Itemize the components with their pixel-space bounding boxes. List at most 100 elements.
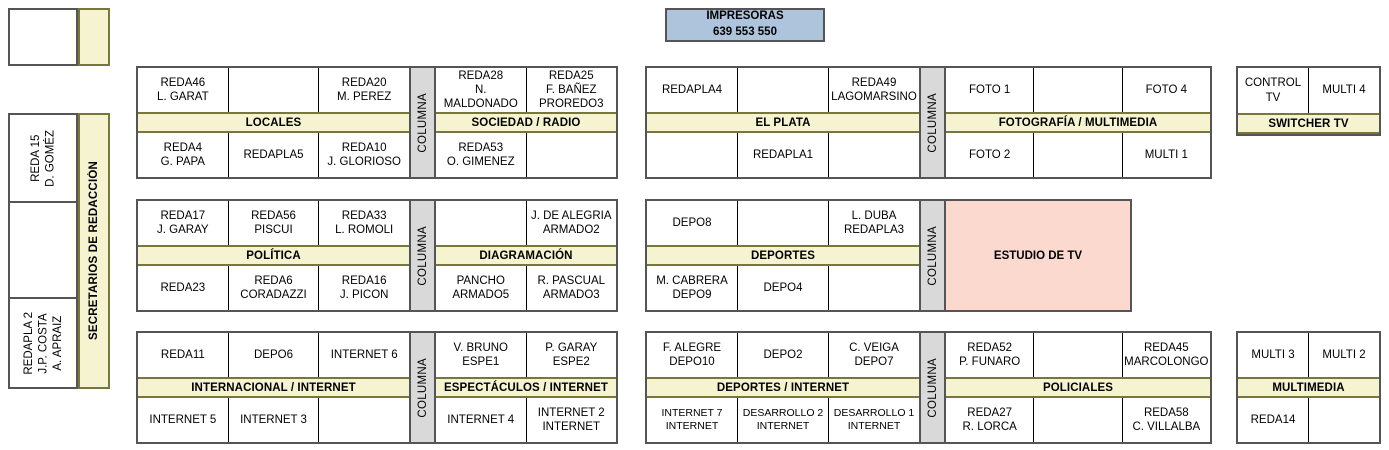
sidebar-section-label: SECRETARIOS DE REDACCIÓN bbox=[78, 113, 110, 389]
columna-label: COLUMNA bbox=[416, 225, 429, 286]
desk-cell[interactable] bbox=[436, 201, 527, 245]
columna-pillar: COLUMNA bbox=[409, 66, 436, 179]
desk-cell[interactable]: INTERNET 4 bbox=[436, 398, 527, 442]
desk-cell[interactable]: FOTO 1 bbox=[946, 68, 1035, 112]
desk-cell[interactable]: REDA4 G. PAPA bbox=[138, 133, 229, 177]
desk-cell[interactable] bbox=[229, 68, 320, 112]
desk-cell[interactable]: REDAPLA5 bbox=[229, 133, 320, 177]
desk-cell[interactable]: DEPO6 bbox=[229, 333, 320, 377]
desk-cell[interactable] bbox=[829, 133, 919, 177]
block-row-bottom: REDA23 REDA6 CORADAZZI REDA16 J. PICON bbox=[138, 266, 409, 310]
desk-cell[interactable] bbox=[527, 133, 617, 177]
block-policiales: REDA52 P. FUNARO REDA45 MARCOLONGO POLIC… bbox=[944, 331, 1212, 444]
desk-cell[interactable]: REDA28 N. MALDONADO bbox=[436, 68, 527, 112]
desk-cell[interactable]: C. VEIGA DEPO7 bbox=[849, 341, 899, 368]
block-label: POLÍTICA bbox=[138, 245, 409, 266]
block-label: LOCALES bbox=[138, 112, 409, 133]
desk-cell[interactable]: REDA16 J. PICON bbox=[339, 274, 389, 301]
desk-cell[interactable] bbox=[1034, 68, 1123, 112]
block-row-top: MULTI 3 MULTI 2 bbox=[1238, 333, 1379, 377]
desk-cell[interactable]: REDA33 L. ROMOLI bbox=[335, 209, 394, 236]
desk-cell[interactable]: REDA20 M. PEREZ bbox=[337, 76, 392, 103]
block-row-top: CONTROL TV MULTI 4 bbox=[1238, 68, 1379, 113]
block-label: EL PLATA bbox=[647, 112, 919, 133]
desk-cell[interactable]: REDA49 LAGOMARSINO bbox=[831, 76, 917, 103]
desk-cell[interactable]: CONTROL TV bbox=[1238, 68, 1309, 113]
desk-cell[interactable]: INTERNET 5 bbox=[138, 398, 229, 442]
desk-cell[interactable]: R. PASCUAL ARMADO3 bbox=[537, 274, 606, 301]
printers-block: IMPRESORAS 639 553 550 bbox=[665, 8, 825, 42]
desk-cell[interactable]: INTERNET 7 INTERNET bbox=[647, 398, 738, 442]
desk-cell[interactable]: P. GARAY ESPE2 bbox=[545, 341, 598, 368]
sidebar-desk-label: REDA 15 D. GOMÉZ bbox=[29, 129, 57, 187]
desk-cell[interactable]: REDA45 MARCOLONGO bbox=[1124, 341, 1209, 368]
desk-cell[interactable]: FOTO 4 bbox=[1145, 83, 1187, 96]
desk-cell[interactable]: REDA11 bbox=[138, 333, 229, 377]
sidebar-desk-cell[interactable] bbox=[10, 203, 77, 299]
desk-cell[interactable]: M. CABRERA DEPO9 bbox=[647, 266, 738, 310]
block-row-bottom: FOTO 2 MULTI 1 bbox=[946, 133, 1210, 177]
block-politica: REDA17 J. GARAY REDA56 PISCUI REDA33 L. … bbox=[136, 199, 411, 312]
desk-cell[interactable]: MULTI 2 bbox=[1322, 348, 1366, 361]
desk-cell[interactable]: F. ALEGRE DEPO10 bbox=[647, 333, 738, 377]
block-row-bottom: REDA27 R. LORCA REDA58 C. VILLALBA bbox=[946, 398, 1210, 442]
desk-cell[interactable]: REDA58 C. VILLALBA bbox=[1132, 406, 1201, 433]
desk-cell[interactable]: REDA14 bbox=[1238, 398, 1309, 442]
block-row-bottom: REDA53 O. GIMENEZ bbox=[436, 133, 616, 177]
desk-cell[interactable] bbox=[1309, 398, 1379, 442]
desk-cell[interactable]: V. BRUNO ESPE1 bbox=[436, 333, 527, 377]
desk-cell[interactable]: REDA25 F. BAÑEZ PROREDO3 bbox=[538, 69, 604, 111]
columna-label: COLUMNA bbox=[416, 357, 429, 418]
block-row-top: FOTO 1 FOTO 4 bbox=[946, 68, 1210, 112]
desk-cell[interactable]: MULTI 3 bbox=[1238, 333, 1309, 377]
block-el-plata: REDAPLA4 REDA49 LAGOMARSINO EL PLATA RED… bbox=[645, 66, 921, 179]
desk-cell[interactable]: REDA27 R. LORCA bbox=[946, 398, 1035, 442]
desk-cell[interactable]: INTERNET 2 INTERNET bbox=[537, 406, 605, 433]
sidebar-desk-cell[interactable]: REDA 15 D. GOMÉZ bbox=[10, 115, 77, 203]
desk-cell[interactable] bbox=[1034, 398, 1123, 442]
desk-cell[interactable]: REDA46 L. GARAT bbox=[138, 68, 229, 112]
block-label: SWITCHER TV bbox=[1238, 113, 1379, 134]
block-label: FOTOGRAFÍA / MULTIMEDIA bbox=[946, 112, 1210, 133]
desk-cell[interactable]: REDAPLA4 bbox=[647, 68, 738, 112]
desk-cell[interactable]: MULTI 1 bbox=[1144, 148, 1188, 161]
desk-cell[interactable] bbox=[1034, 333, 1123, 377]
desk-cell[interactable] bbox=[738, 201, 829, 245]
block-label: INTERNACIONAL / INTERNET bbox=[138, 377, 409, 398]
desk-cell[interactable]: FOTO 2 bbox=[946, 133, 1035, 177]
desk-cell[interactable] bbox=[738, 68, 829, 112]
desk-cell[interactable]: REDA6 CORADAZZI bbox=[229, 266, 320, 310]
desk-cell[interactable]: REDA52 P. FUNARO bbox=[946, 333, 1035, 377]
desk-cell[interactable]: REDA23 bbox=[138, 266, 229, 310]
block-row-top: REDA46 L. GARAT REDA20 M. PEREZ bbox=[138, 68, 409, 112]
desk-cell[interactable] bbox=[1034, 133, 1123, 177]
desk-cell[interactable] bbox=[647, 133, 738, 177]
block-espectaculos-internet: V. BRUNO ESPE1 P. GARAY ESPE2 ESPECTÁCUL… bbox=[434, 331, 618, 444]
desk-cell[interactable]: REDA53 O. GIMENEZ bbox=[436, 133, 527, 177]
desk-cell[interactable]: DEPO2 bbox=[738, 333, 829, 377]
desk-cell[interactable]: PANCHO ARMADO5 bbox=[436, 266, 527, 310]
desk-cell[interactable]: INTERNET 3 bbox=[229, 398, 320, 442]
desk-cell[interactable] bbox=[319, 398, 409, 442]
desk-cell[interactable]: DESARROLLO 2 INTERNET bbox=[738, 398, 829, 442]
desk-cell[interactable]: DEPO4 bbox=[738, 266, 829, 310]
sidebar-desk-column: REDA 15 D. GOMÉZ REDAPLA 2 J.P. COSTA A.… bbox=[8, 113, 79, 389]
desk-cell[interactable]: REDA10 J. GLORIOSO bbox=[327, 141, 401, 168]
desk-cell[interactable]: L. DUBA REDAPLA3 bbox=[843, 209, 905, 236]
columna-pillar: COLUMNA bbox=[409, 199, 436, 312]
desk-cell[interactable]: REDA17 J. GARAY bbox=[138, 201, 229, 245]
desk-cell[interactable]: MULTI 4 bbox=[1322, 84, 1366, 97]
columna-label: COLUMNA bbox=[926, 357, 939, 418]
desk-cell[interactable]: REDAPLA1 bbox=[738, 133, 829, 177]
desk-cell[interactable]: DEPO8 bbox=[647, 201, 738, 245]
desk-cell[interactable]: REDA56 PISCUI bbox=[229, 201, 320, 245]
desk-cell[interactable]: J. DE ALEGRIA ARMADO2 bbox=[530, 209, 612, 236]
block-estudio-de-tv[interactable]: ESTUDIO DE TV bbox=[944, 199, 1132, 312]
desk-cell[interactable] bbox=[829, 266, 919, 310]
desk-cell[interactable]: DESARROLLO 1 INTERNET bbox=[833, 407, 915, 432]
sidebar-desk-cell[interactable]: REDAPLA 2 J.P. COSTA A. APRAIZ bbox=[10, 299, 76, 387]
desk-cell[interactable]: INTERNET 6 bbox=[330, 348, 398, 361]
block-row-bottom: INTERNET 4 INTERNET 2 INTERNET bbox=[436, 398, 616, 442]
sidebar-top-empty-box bbox=[8, 8, 110, 66]
block-row-top: J. DE ALEGRIA ARMADO2 bbox=[436, 201, 616, 245]
